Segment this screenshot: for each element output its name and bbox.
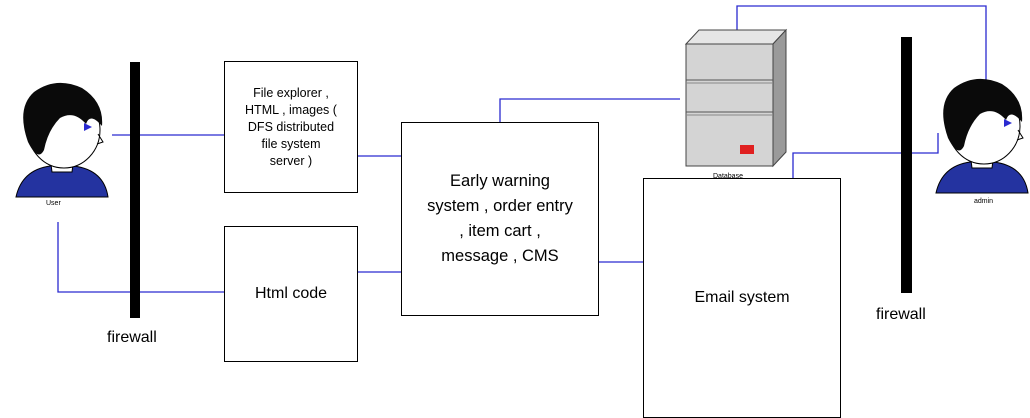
- person-eye: [84, 123, 92, 131]
- firewall-right-label: firewall: [876, 306, 926, 323]
- html-code-box: Html code: [224, 226, 358, 362]
- user-label: User: [46, 200, 61, 207]
- email-system-text: Email system: [694, 289, 790, 306]
- file-explorer-text: File explorer , HTML , images ( DFS dist…: [245, 85, 337, 168]
- core-system-text: Early warning system , order entry , ite…: [427, 172, 573, 265]
- server-indicator-light: [740, 145, 754, 154]
- file-explorer-box: File explorer , HTML , images ( DFS dist…: [224, 61, 358, 193]
- core-system-box: Early warning system , order entry , ite…: [401, 122, 599, 316]
- person-hair: [943, 78, 1023, 151]
- connector-email-admin: [792, 133, 939, 178]
- firewall-left-label: firewall: [107, 329, 157, 346]
- person-nose: [96, 133, 104, 145]
- firewall-right-bar: [901, 37, 912, 293]
- email-system-box: Email system: [643, 178, 841, 418]
- connectors: [57, 5, 987, 293]
- connector-user-html: [57, 222, 224, 293]
- person-hair: [23, 82, 103, 155]
- server-side: [772, 28, 787, 168]
- database-label: Database: [713, 173, 743, 180]
- server-top: [684, 29, 788, 45]
- person-icon: [935, 78, 1029, 194]
- person-nose: [1016, 129, 1024, 141]
- firewall-left-bar: [130, 62, 140, 318]
- admin-label: admin: [974, 198, 994, 205]
- person-eye: [1004, 119, 1012, 127]
- connector-database-admin: [736, 5, 987, 84]
- connector-core-database: [499, 98, 680, 122]
- diagram-canvas: [15, 5, 1029, 318]
- server-front: [685, 43, 774, 167]
- architecture-diagram: File explorer , HTML , images ( DFS dist…: [15, 5, 1029, 418]
- html-code-text: Html code: [254, 285, 328, 302]
- person-icon: [15, 82, 109, 198]
- server-icon: [684, 28, 788, 168]
